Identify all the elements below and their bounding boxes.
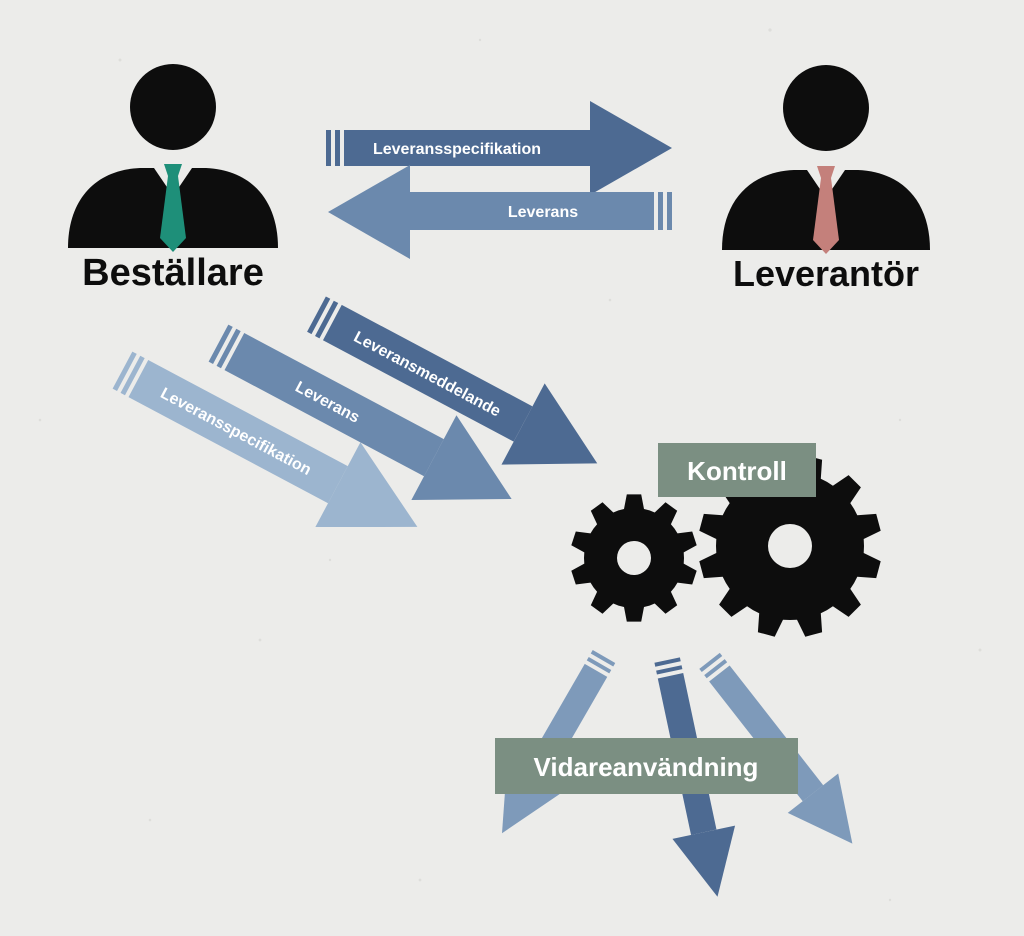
reuse-box-label: Vidareanvändning bbox=[534, 752, 759, 782]
gears-icon bbox=[571, 455, 881, 637]
orderer-tie-icon bbox=[160, 164, 186, 252]
supplier-tie-icon bbox=[813, 166, 839, 254]
big-gear-shape bbox=[699, 455, 881, 637]
big-gear bbox=[699, 455, 881, 637]
arrow-to-orderer bbox=[328, 165, 672, 259]
control-box: Kontroll bbox=[658, 443, 816, 497]
small-gear-shape bbox=[571, 494, 697, 622]
paper-speckles bbox=[38, 28, 982, 902]
orderer-person-icon bbox=[68, 64, 278, 252]
reuse-box: Vidareanvändning bbox=[495, 738, 798, 794]
control-box-label: Kontroll bbox=[687, 456, 787, 486]
arrow-to-supplier bbox=[326, 101, 672, 195]
small-gear bbox=[571, 494, 697, 622]
supplier-label: Leverantör bbox=[733, 253, 919, 294]
supplier-person-icon bbox=[722, 65, 930, 254]
orderer-label: Beställare bbox=[82, 252, 264, 294]
arrow-to-supplier-label: Leveransspecifikation bbox=[373, 141, 541, 158]
arrow-delivery: Leverans bbox=[208, 324, 512, 501]
arrow-to-orderer-label: Leverans bbox=[508, 204, 578, 221]
